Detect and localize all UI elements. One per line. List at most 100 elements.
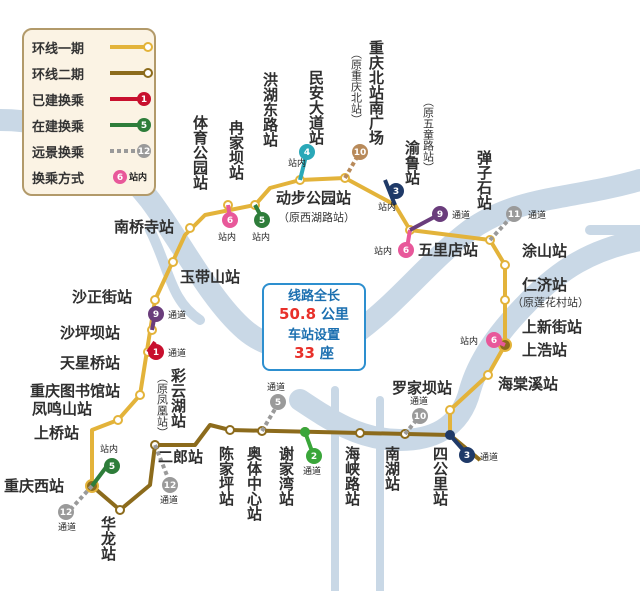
svg-text:5: 5 (275, 398, 281, 408)
station-shangqiao: 上桥站 (34, 424, 79, 442)
tag-nanhu-passage: 通道 (410, 395, 428, 407)
legend-phase1-line-icon (110, 42, 153, 52)
length-unit: 公里 (320, 307, 349, 323)
tag-xiejiawan-passage: 通道 (303, 465, 321, 477)
tag-ranjia-inside: 站内 (252, 231, 270, 243)
phase2-line (90, 423, 482, 512)
station-nanhu: 南湖站 (383, 445, 401, 492)
station-labels: 重庆西站 上桥站 凤鸣山站 重庆图书馆站 天星桥站 沙坪坝站 沙正街站 玉带山站… (4, 189, 589, 495)
tag-shanghao-inside: 站内 (460, 335, 478, 347)
legend-built: 已建换乘 1 (32, 90, 151, 109)
note-renji: （原莲花村站） (512, 295, 589, 309)
station-tushuguan: 重庆图书馆站 (30, 382, 120, 400)
tag-shapingba-passage: 通道 (168, 347, 186, 359)
badge-12-erlang: 12 (162, 477, 178, 493)
station-honghudonglu: 洪湖东路站 (261, 72, 279, 148)
station-luojiaba: 罗家坝站 (392, 379, 452, 397)
transfer-badges: 5 12 12 1 9 6 5 4 10 3 9 6 11 6 3 2 5 10 (58, 144, 522, 520)
station-shapingba: 沙坪坝站 (60, 324, 120, 342)
stations-unit: 座 (319, 346, 334, 362)
badge-10-minan: 10 (352, 144, 368, 160)
svg-text:12: 12 (60, 508, 73, 518)
svg-text:6: 6 (491, 336, 497, 346)
svg-text:站内: 站内 (129, 171, 147, 183)
svg-text:6: 6 (227, 216, 233, 226)
svg-text:6: 6 (403, 246, 409, 256)
station-chongqing-xi: 重庆西站 (4, 477, 64, 495)
station-chenjiaping: 陈家坪站 (217, 445, 235, 507)
svg-text:12: 12 (164, 481, 177, 491)
note-yulu: （原五童路站） (422, 96, 435, 173)
legend-phase2-label: 环线二期 (32, 68, 85, 83)
station-tianxingqiao: 天星桥站 (60, 354, 120, 372)
badge-6-tiyugongyuan: 6 (222, 212, 238, 228)
legend-phase1: 环线一期 (32, 38, 153, 57)
station-hualong: 华龙站 (99, 515, 117, 562)
badge-3-sigongli: 3 (459, 447, 475, 463)
badge-3-beizhan: 3 (388, 183, 404, 199)
legend-building-badge-icon: 5 (110, 118, 151, 132)
station-erlang: 二郎站 (158, 448, 203, 466)
station-tiyugongyuan: 体育公园站 (191, 114, 209, 191)
station-yulu: 渝鲁站 (403, 139, 421, 186)
badge-11-danzishi: 11 (506, 206, 522, 222)
note-caiyun: （原凤凰站） (156, 372, 169, 438)
station-xiejiawan: 谢家湾站 (277, 445, 295, 507)
station-minandadao: 民安大道站 (307, 70, 325, 146)
tag-chongqingxi-inside: 站内 (100, 443, 118, 455)
svg-text:5: 5 (259, 216, 265, 226)
note-beizhan: （原重庆北站） (350, 48, 363, 125)
station-shazhengjie: 沙正街站 (72, 288, 132, 306)
tag-tiyu-inside: 站内 (218, 231, 236, 243)
station-yudaishan: 玉带山站 (180, 268, 240, 286)
svg-text:10: 10 (354, 148, 367, 158)
legend-future-label: 远景换乘 (32, 146, 85, 161)
svg-text:4: 4 (304, 148, 310, 158)
tag-aoti-passage: 通道 (267, 381, 285, 393)
length-label: 线路全长 (287, 289, 340, 304)
legend-built-label: 已建换乘 (32, 94, 85, 109)
station-nanqiaosi: 南桥寺站 (114, 218, 174, 236)
legend-phase1-label: 环线一期 (32, 42, 85, 57)
tag-wulidian-inside: 站内 (374, 245, 392, 257)
station-renji: 仁济站 (522, 276, 567, 294)
length-value-row: 50.8 公里 (264, 305, 364, 324)
stations-label: 车站设置 (287, 328, 340, 343)
svg-text:1: 1 (141, 95, 147, 105)
svg-text:5: 5 (109, 462, 115, 472)
legend-future: 远景换乘 12 (32, 142, 151, 161)
tag-honghu-inside: 站内 (288, 157, 306, 169)
station-wulidian: 五里店站 (418, 241, 478, 259)
svg-text:9: 9 (153, 310, 159, 320)
svg-text:3: 3 (464, 451, 470, 461)
svg-text:12: 12 (138, 147, 151, 157)
legend-building-label: 在建换乘 (32, 120, 85, 135)
badge-4-honghu: 4 (299, 144, 315, 160)
badge-9-wulidian: 9 (432, 206, 448, 222)
svg-text:2: 2 (311, 452, 317, 462)
badge-10-nanhu: 10 (412, 408, 428, 424)
badge-12-chongqingxi: 12 (58, 504, 74, 520)
vertical-station-labels: 体育公园站 冉家坝站 洪湖东路站 民安大道站 重庆北站南广场 （原重庆北站） 渝… (99, 39, 493, 562)
station-fengmingshan: 凤鸣山站 (32, 400, 92, 418)
svg-text:1: 1 (153, 348, 159, 358)
transfer-tags: 站内 通道 通道 通道 通道 站内 站内 站内 站内 通道 站内 通道 站内 通… (58, 157, 546, 533)
svg-text:11: 11 (508, 210, 521, 220)
station-caiyunhu: 彩云湖站 (169, 367, 187, 429)
tag-danzishi-passage: 通道 (528, 209, 546, 221)
badge-5-aoti: 5 (270, 394, 286, 410)
station-ranjiaba: 冉家坝站 (227, 119, 245, 181)
station-xiaxialu: 海峡路站 (343, 445, 361, 507)
tag-chongqingxi-passage: 通道 (58, 521, 76, 533)
legend-phase2-line-icon (110, 68, 153, 78)
station-aoti: 奥体中心站 (245, 445, 263, 522)
tag-wulidian-passage: 通道 (452, 209, 470, 221)
tag-shazhengjie-passage: 通道 (168, 309, 186, 321)
station-dongbu: 动步公园站 (276, 189, 351, 207)
line-info-box: 线路全长 50.8 公里 车站设置 33 座 (262, 283, 366, 371)
badge-2-xiejiawan: 2 (306, 448, 322, 464)
svg-text:10: 10 (414, 412, 427, 422)
station-shangxinjie: 上新街站 (522, 318, 582, 336)
station-haitangxi: 海棠溪站 (498, 375, 558, 393)
